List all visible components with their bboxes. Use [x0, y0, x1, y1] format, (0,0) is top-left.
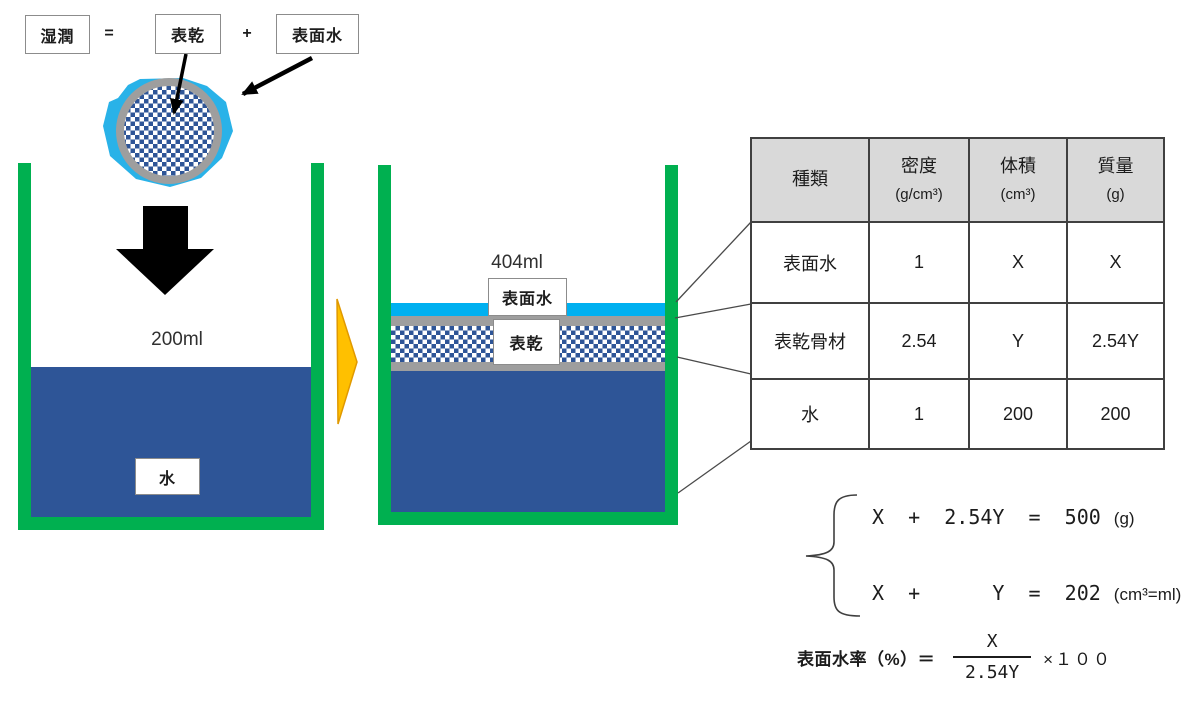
table-row-water: 水 1 200 200: [750, 378, 1165, 450]
connector-line-ssd-bottom: [676, 356, 752, 375]
table-header-volume: 体積 (cm³): [968, 137, 1068, 223]
legend-wet-label: 湿潤: [40, 28, 75, 46]
surface-moisture-formula: 表面水率（%）＝ X 2.54Y ×１００: [797, 617, 1112, 697]
legend-surface-water-label: 表面水: [291, 28, 343, 45]
legend-equals-sign: =: [104, 24, 114, 42]
volume-equation: X + Y = 202 (cm³=ml): [872, 581, 1181, 605]
legend-ssd-box: 表乾: [155, 14, 221, 54]
table-header-volume-title: 体積: [1000, 155, 1036, 176]
table-header-mass-title: 質量: [1097, 155, 1134, 176]
right-beaker-wall-right: [665, 165, 678, 525]
table-header-kind: 種類: [750, 137, 870, 223]
left-beaker-wall-right: [311, 163, 324, 530]
mass-equation: X + 2.54Y = 500 (g): [872, 505, 1135, 529]
formula-numerator: X: [986, 631, 998, 652]
table-header-kind-title: 種類: [792, 169, 828, 190]
table-row-surface-water: 表面水 1 X X: [750, 221, 1165, 304]
right-beaker-volume-label: 404ml: [491, 252, 543, 273]
table-header-density: 密度 (g/cm³): [868, 137, 970, 223]
table-header-mass: 質量 (g): [1066, 137, 1165, 223]
left-beaker-volume-label: 200ml: [151, 329, 203, 350]
legend-ssd-label: 表乾: [170, 28, 205, 45]
mass-equation-lhs: X + 2.54Y = 500: [872, 505, 1101, 529]
right-beaker-wall-left: [378, 165, 391, 525]
table-cell: X: [968, 221, 1068, 304]
right-beaker-water: [391, 371, 665, 512]
fraction-bar: [953, 656, 1032, 658]
ssd-layer-label: 表乾: [509, 336, 544, 353]
table-cell: 200: [1066, 378, 1165, 450]
water-label: 水: [158, 470, 176, 488]
immerse-down-arrow: [116, 206, 214, 295]
table-cell: 表面水: [750, 221, 870, 304]
water-label-box: 水: [135, 458, 200, 495]
formula-denominator: 2.54Y: [965, 662, 1020, 683]
table-header-row: 種類 密度 (g/cm³) 体積 (cm³) 質量 (g): [750, 137, 1165, 223]
ssd-aggregate-circle: [116, 78, 222, 184]
table-cell: Y: [968, 302, 1068, 380]
table-cell: 2.54: [868, 302, 970, 380]
table-header-density-unit: (g/cm³): [895, 186, 943, 204]
connector-line-surface-water: [675, 221, 752, 303]
table-header-mass-unit: (g): [1106, 186, 1125, 204]
table-header-volume-unit: (cm³): [1000, 186, 1036, 204]
ssd-layer-label-box: 表乾: [493, 319, 560, 365]
left-beaker-bottom: [18, 517, 324, 530]
right-beaker-bottom: [378, 512, 678, 525]
formula-fraction: X 2.54Y: [951, 631, 1033, 683]
formula-label: 表面水率（%）＝: [797, 649, 936, 669]
table-row-ssd-aggregate: 表乾骨材 2.54 Y 2.54Y: [750, 302, 1165, 380]
wet-aggregate-blob: [103, 78, 233, 187]
transform-arrow: [336, 298, 358, 425]
table-cell: 1: [868, 378, 970, 450]
connector-line-ssd-top: [674, 303, 752, 319]
legend-surface-water-box: 表面水: [276, 14, 359, 54]
table-header-density-title: 密度: [901, 155, 937, 176]
left-beaker-wall-left: [18, 163, 31, 530]
ssd-pointer-arrow: [169, 53, 188, 115]
table-cell: 表乾骨材: [750, 302, 870, 380]
table-cell: 1: [868, 221, 970, 304]
legend-wet-box: 湿潤: [25, 15, 90, 54]
formula-multiplier: ×１００: [1043, 649, 1113, 669]
table-cell: 2.54Y: [1066, 302, 1165, 380]
surface-water-layer-label-box: 表面水: [488, 278, 567, 316]
surface-water-pointer-arrow: [241, 56, 314, 96]
volume-equation-lhs: X + Y = 202: [872, 581, 1101, 605]
mass-equation-unit: (g): [1113, 509, 1135, 528]
quantity-table: 種類 密度 (g/cm³) 体積 (cm³) 質量 (g) 表面水 1 X X …: [750, 137, 1165, 450]
legend-plus-sign: +: [242, 24, 252, 42]
equations-brace: [805, 494, 861, 617]
table-cell: 水: [750, 378, 870, 450]
table-cell: X: [1066, 221, 1165, 304]
volume-equation-unit: (cm³=ml): [1113, 585, 1182, 604]
surface-water-layer-label: 表面水: [501, 291, 553, 308]
table-cell: 200: [968, 378, 1068, 450]
connector-line-water: [677, 440, 752, 494]
